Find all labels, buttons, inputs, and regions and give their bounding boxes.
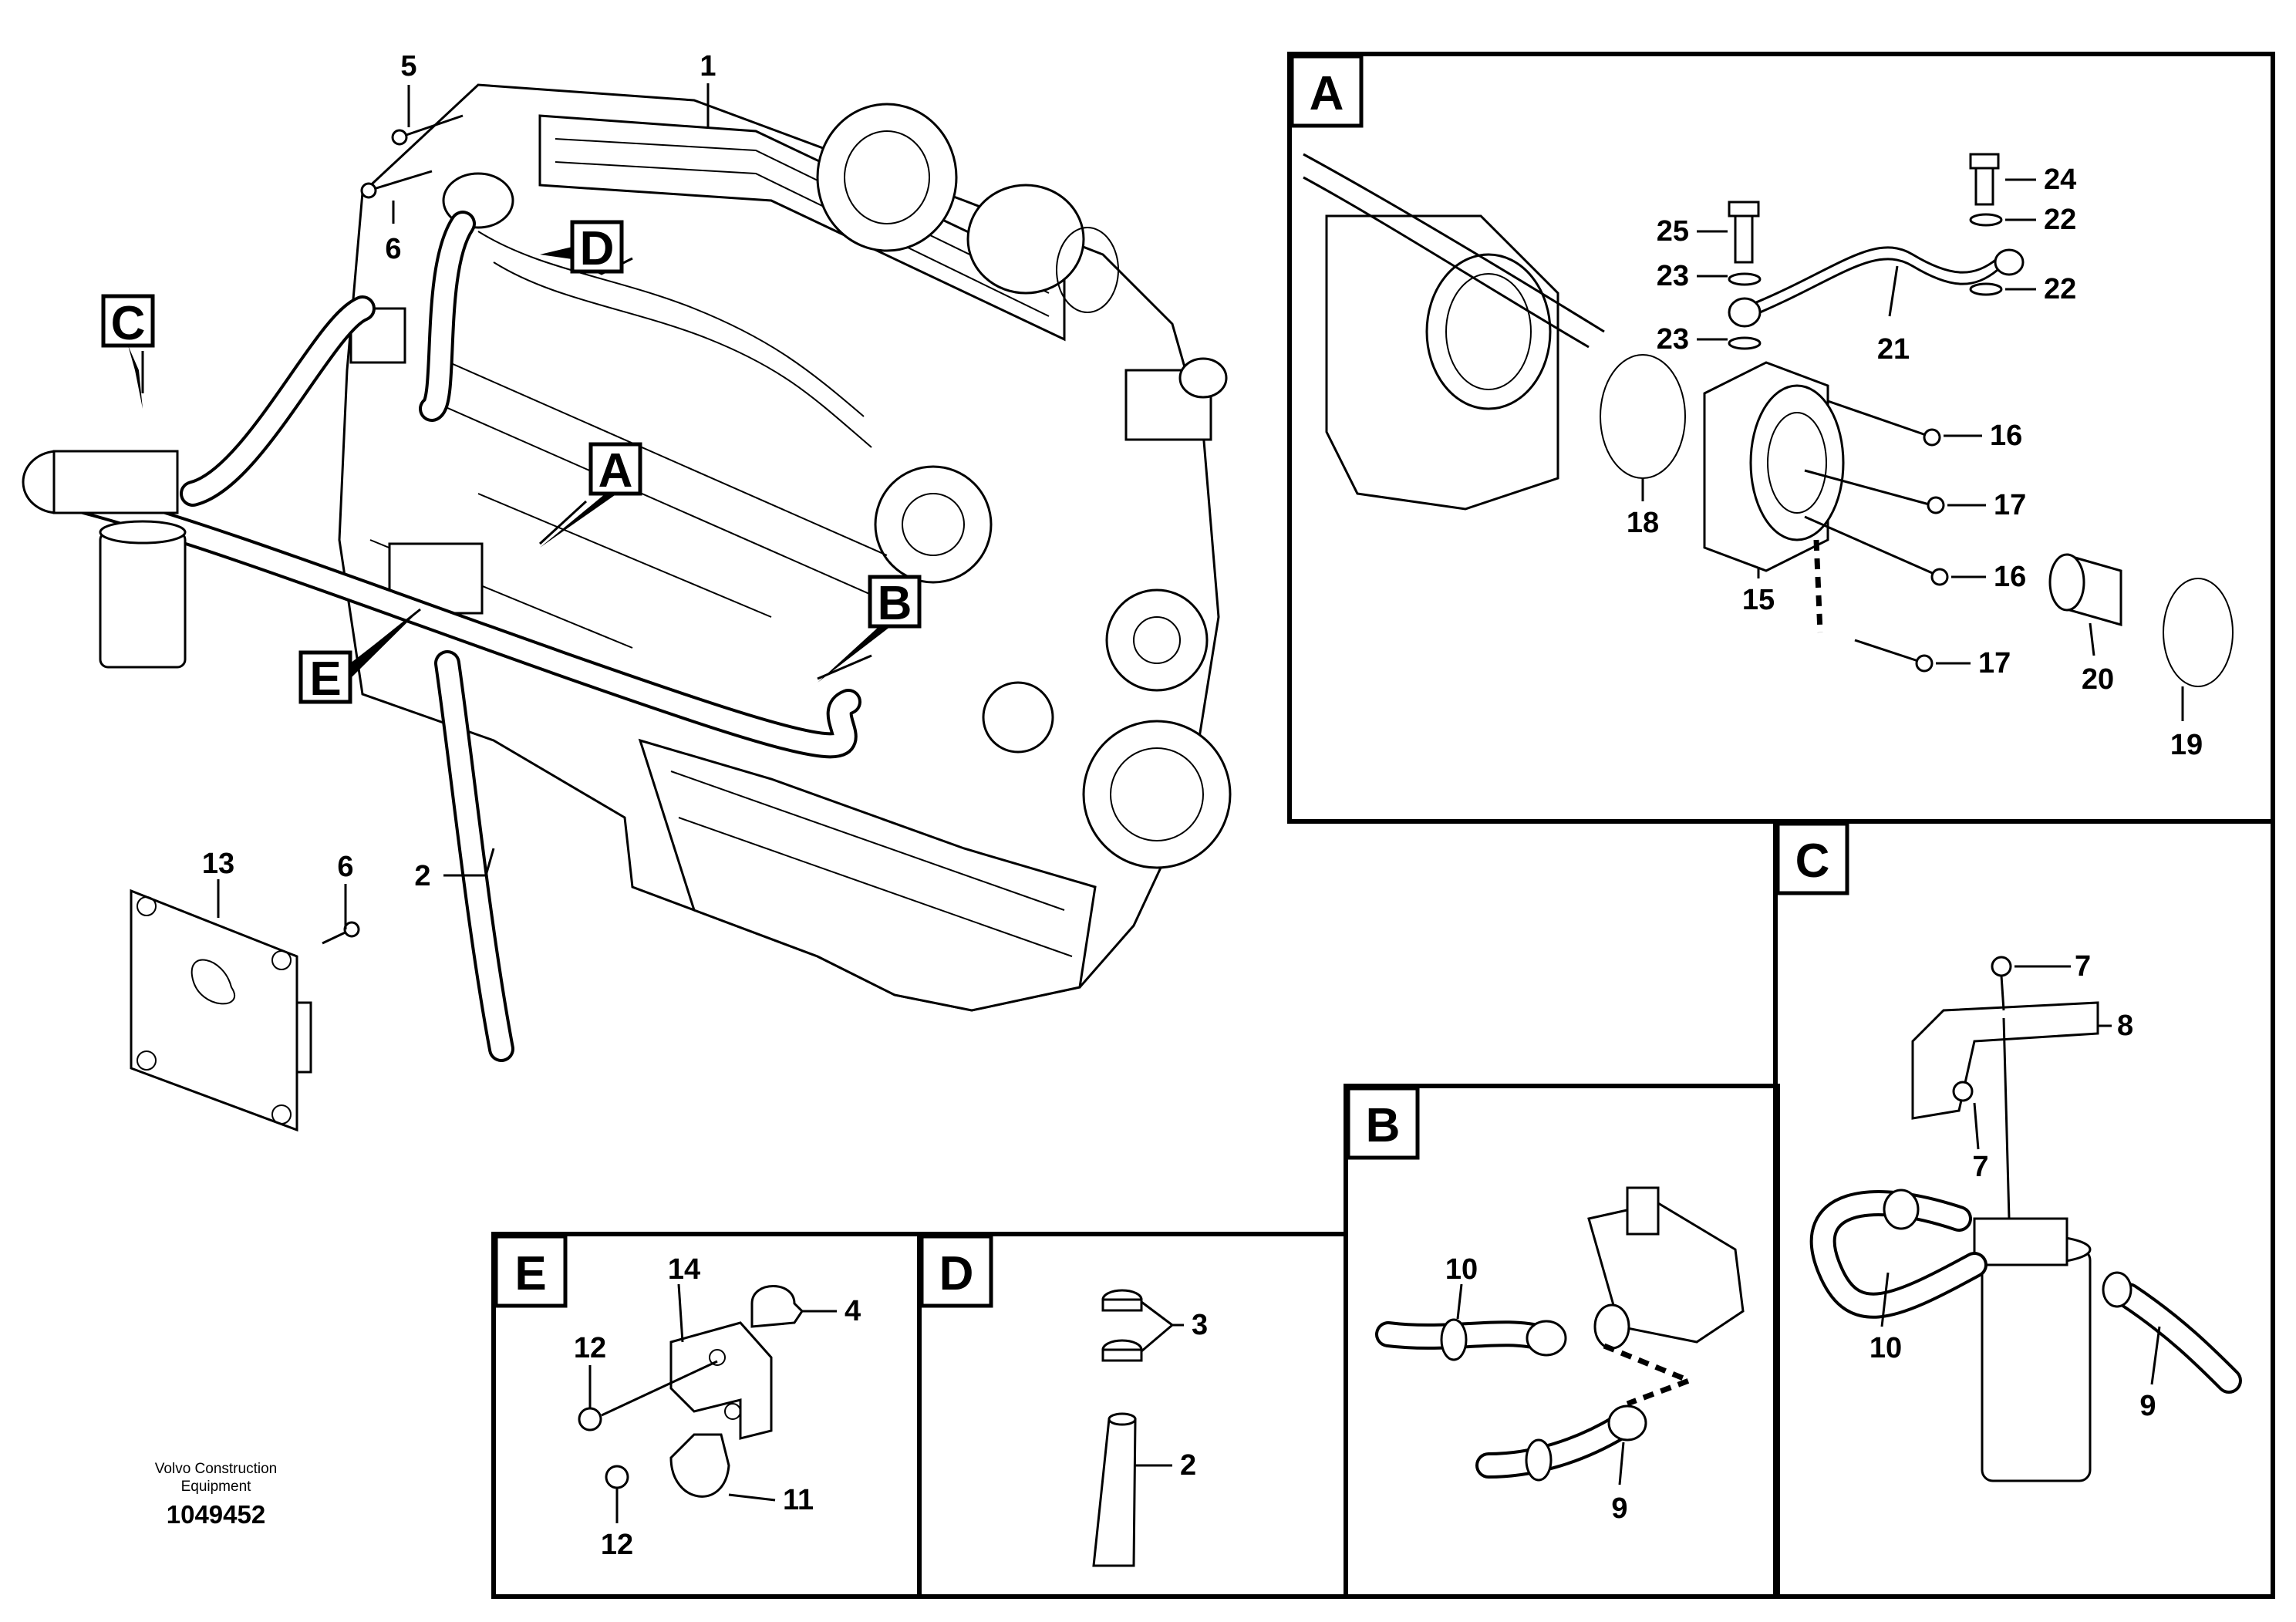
manufacturer-name: Volvo Construction [154,1461,278,1477]
main-detail-tags: C D A B E [101,220,922,706]
callout-10-b: 10 [1445,1253,1478,1286]
callout-17-bottom: 17 [1978,647,2011,679]
callout-17-top: 17 [1994,489,2026,521]
detail-panel-b: B 10 9 [1344,1084,1780,1599]
callout-16-top: 16 [1990,420,2022,452]
detail-panel-e: E 14 4 12 12 11 [491,1232,922,1599]
callout-14: 14 [668,1253,700,1286]
callout-7-bottom: 7 [1972,1151,1988,1183]
callout-18: 18 [1627,507,1659,539]
panel-tag-b: B [1366,1099,1401,1152]
callout-11: 11 [783,1484,814,1516]
callout-13: 13 [202,848,234,880]
detail-panel-a: A [1287,52,2275,824]
main-callouts: 1 5 6 13 6 2 [202,50,716,892]
panel-tag-a: A [1310,67,1344,120]
callout-21: 21 [1877,333,1910,366]
main-tag-b: B [878,577,912,630]
detail-panel-d: D 3 2 [917,1232,1348,1599]
callout-22-top: 22 [2044,204,2076,236]
control-unit [130,889,312,1132]
manufacturer-label: Volvo Construction Equipment [116,1460,316,1496]
callout-8: 8 [2117,1010,2133,1042]
callout-10-c: 10 [1870,1332,1902,1364]
detail-panel-c: C 7 8 7 10 9 [1773,819,2275,1599]
main-tag-c: C [111,297,146,350]
callout-23-bottom: 23 [1657,323,1689,356]
panel-tag-e: E [514,1247,546,1300]
callout-16-bottom: 16 [1994,561,2026,593]
callout-12-top: 12 [574,1332,606,1364]
main-hoses [72,211,861,1062]
callout-1: 1 [700,50,716,83]
callout-24: 24 [2044,164,2076,196]
bolts-main [322,114,464,945]
panel-tag-d: D [939,1247,974,1300]
callout-7-top: 7 [2075,950,2091,983]
callout-12-bottom: 12 [601,1529,633,1561]
main-tag-a: A [598,444,633,497]
callout-2: 2 [414,860,430,892]
callout-2-d: 2 [1180,1449,1196,1482]
callout-9-c: 9 [2139,1390,2156,1422]
fuel-filter-assembly [22,450,187,669]
main-tag-d: D [580,222,615,275]
callout-19: 19 [2170,729,2203,761]
callout-6-ecu: 6 [337,851,353,883]
manufacturer-subname: Equipment [180,1479,251,1495]
drawing-number: 1049452 [166,1500,266,1529]
callout-15: 15 [1742,584,1775,616]
callout-4: 4 [845,1295,861,1327]
panel-tag-c: C [1795,835,1830,888]
engine-assembly [338,83,1232,1012]
callout-6: 6 [385,233,401,265]
main-tag-e: E [309,653,341,706]
callout-5: 5 [400,50,416,83]
callout-23-top: 23 [1657,260,1689,292]
callout-20: 20 [2082,663,2114,696]
callout-3: 3 [1192,1309,1208,1341]
callout-22-bottom: 22 [2044,273,2076,305]
callout-9-b: 9 [1611,1492,1627,1525]
callout-25: 25 [1657,215,1689,248]
